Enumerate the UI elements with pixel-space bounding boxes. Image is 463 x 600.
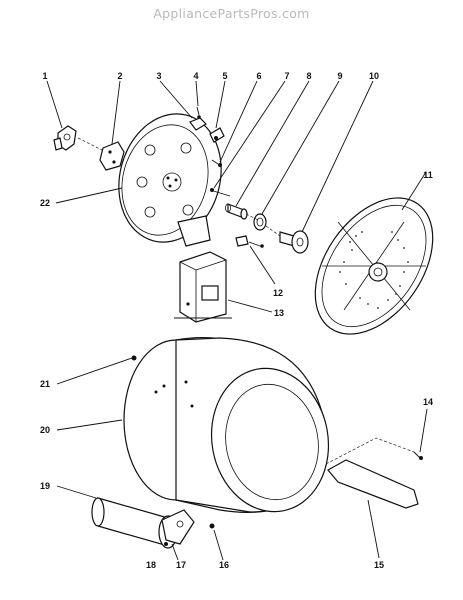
part-8-bushing[interactable] <box>225 203 248 220</box>
part-14-screw[interactable] <box>325 437 423 465</box>
part-10-drum-shaft[interactable] <box>245 213 309 254</box>
callout-17: 17 <box>176 560 186 570</box>
part-7-shaft-bolt[interactable] <box>209 188 231 197</box>
callout-22: 22 <box>40 198 50 208</box>
part-1-latch[interactable] <box>53 125 77 151</box>
part-21-screw[interactable] <box>131 355 137 361</box>
part-3-clip[interactable] <box>189 117 207 131</box>
part-12-plate[interactable] <box>235 235 264 248</box>
callout-2: 2 <box>117 71 122 81</box>
callout-12: 12 <box>273 288 283 298</box>
leader-lines <box>46 80 428 561</box>
callout-15: 15 <box>374 560 384 570</box>
callout-6: 6 <box>256 71 261 81</box>
part-20-drum[interactable] <box>123 337 340 521</box>
part-4-screw[interactable] <box>196 106 201 119</box>
callout-4: 4 <box>193 71 198 81</box>
callout-1: 1 <box>42 71 47 81</box>
callout-5: 5 <box>222 71 227 81</box>
part-5-spring-clip[interactable] <box>209 127 225 143</box>
part-16-screw[interactable] <box>209 523 215 529</box>
callout-18: 18 <box>146 560 156 570</box>
part-11-drum-back-vent[interactable] <box>291 176 457 356</box>
callout-3: 3 <box>156 71 161 81</box>
part-17-thermostat[interactable] <box>161 509 195 545</box>
part-15-vent-duct[interactable] <box>327 459 419 509</box>
callout-16: 16 <box>219 560 229 570</box>
callout-14: 14 <box>423 397 433 407</box>
callout-10: 10 <box>369 71 379 81</box>
part-13-support-bracket[interactable] <box>174 251 232 323</box>
callout-21: 21 <box>40 379 50 389</box>
callout-19: 19 <box>40 481 50 491</box>
part-22-rear-bulkhead[interactable] <box>105 102 235 253</box>
part-18-screw[interactable] <box>164 542 168 546</box>
watermark-text: AppliancePartsPros.com <box>153 6 310 21</box>
callout-9: 9 <box>337 71 342 81</box>
callout-20: 20 <box>40 425 50 435</box>
callout-8: 8 <box>306 71 311 81</box>
part-6-screw[interactable] <box>211 159 222 167</box>
part-2-hinge-plate[interactable] <box>77 137 125 171</box>
callout-11: 11 <box>423 170 433 180</box>
callout-13: 13 <box>274 308 284 318</box>
part-9-washer[interactable] <box>253 213 267 231</box>
callout-labels: 1 2 3 4 5 6 7 8 9 10 11 12 13 14 15 16 1… <box>40 71 433 570</box>
callout-7: 7 <box>284 71 289 81</box>
